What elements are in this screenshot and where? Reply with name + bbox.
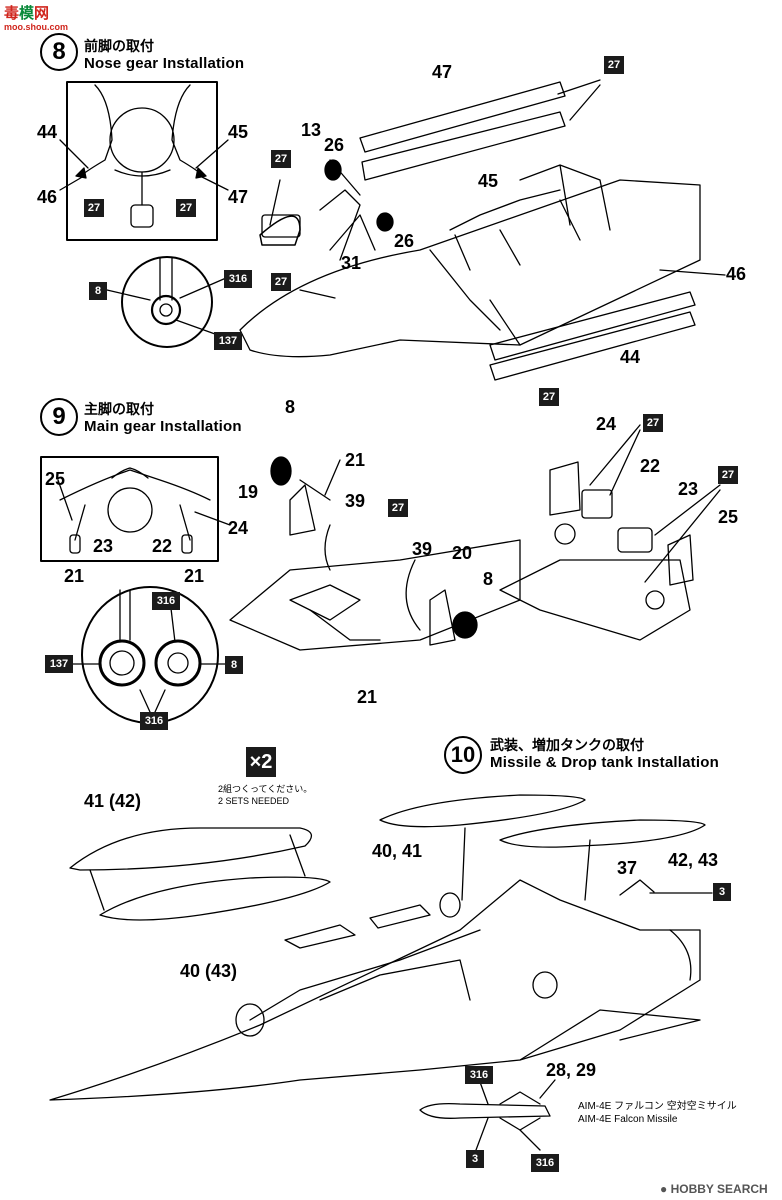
paint-code: 27: [718, 466, 738, 484]
paint-code: 316: [224, 270, 252, 288]
part-label: 21: [345, 450, 366, 470]
watermark-top: 毒模网 moo.shou.com: [4, 2, 68, 32]
part-label: 22: [152, 536, 173, 556]
part-label: 21: [357, 687, 378, 707]
part-label: 39: [412, 539, 433, 559]
paint-code: 316: [140, 712, 168, 730]
part-label: 40, 41: [372, 841, 423, 861]
missile-caption-jp: AIM-4E ファルコン 空対空ミサイル: [578, 1101, 737, 1112]
part-label: 44: [620, 347, 641, 367]
paint-code: 27: [539, 388, 559, 406]
paint-code: 316: [465, 1066, 493, 1084]
step-10-title-en: Missile & Drop tank Installation: [490, 754, 719, 771]
part-label: 23: [678, 479, 699, 499]
part-label: 46: [37, 187, 58, 207]
part-label: 19: [238, 482, 259, 502]
step-9-number: 9: [40, 398, 78, 436]
part-label: 24: [596, 414, 617, 434]
step-8-title-jp: 前脚の取付: [84, 38, 154, 54]
step-9-title-jp: 主脚の取付: [84, 401, 154, 417]
part-label: 46: [726, 264, 747, 284]
paint-code: 27: [604, 56, 624, 74]
part-label: 41 (42): [84, 791, 142, 811]
step-8-title-en: Nose gear Installation: [84, 55, 245, 72]
watermark-url: moo.shou.com: [4, 22, 69, 32]
step-8-title: 前脚の取付 Nose gear Installation: [84, 38, 244, 72]
part-label: 26: [394, 231, 415, 251]
part-label: 45: [228, 122, 249, 142]
sets-note-jp: 2組つくってください。: [218, 784, 313, 794]
part-label: 47: [432, 62, 453, 82]
step-9-title: 主脚の取付 Main gear Installation: [84, 401, 242, 435]
watermark-char-2: 模: [19, 5, 35, 22]
part-label: 28, 29: [546, 1060, 597, 1080]
part-label: 20: [452, 543, 473, 563]
step-10-title: 武装、増加タンクの取付 Missile & Drop tank Installa…: [490, 737, 719, 771]
watermark-bottom-text: HOBBY SEARCH: [670, 1182, 768, 1196]
paint-code: 137: [214, 332, 242, 350]
part-label: 24: [228, 518, 249, 538]
part-label: 8: [285, 397, 296, 417]
part-label: 44: [37, 122, 58, 142]
part-label: 25: [718, 507, 739, 527]
part-label: 40 (43): [180, 961, 238, 981]
step-10-title-jp: 武装、増加タンクの取付: [490, 737, 644, 753]
watermark-bottom: ● HOBBY SEARCH: [660, 1182, 768, 1196]
paint-code: 137: [45, 655, 73, 673]
paint-code: 316: [152, 592, 180, 610]
multiplier-badge: ×2: [246, 747, 276, 777]
paint-code: 27: [388, 499, 408, 517]
part-label: 47: [228, 187, 249, 207]
part-label: 39: [345, 491, 366, 511]
step-8-number: 8: [40, 33, 78, 71]
part-label: 37: [617, 858, 638, 878]
part-label: 8: [483, 569, 494, 589]
paint-code: 27: [271, 150, 291, 168]
part-label: 45: [478, 171, 499, 191]
paint-code: 27: [271, 273, 291, 291]
paint-code: 8: [89, 282, 107, 300]
hobbysearch-logo-icon: ●: [660, 1182, 668, 1196]
part-label: 22: [640, 456, 661, 476]
paint-code: 27: [84, 199, 104, 217]
paint-code: 27: [643, 414, 663, 432]
part-label: 21: [64, 566, 85, 586]
paint-code: 3: [466, 1150, 484, 1168]
paint-code: 316: [531, 1154, 559, 1172]
step-9-title-en: Main gear Installation: [84, 418, 242, 435]
part-label: 26: [324, 135, 345, 155]
missile-caption-en: AIM-4E Falcon Missile: [578, 1114, 678, 1125]
part-label: 25: [45, 469, 66, 489]
sets-note-en: 2 SETS NEEDED: [218, 796, 290, 806]
paint-code: 8: [225, 656, 243, 674]
part-label: 31: [341, 253, 362, 273]
part-label: 13: [301, 120, 322, 140]
part-label: 42, 43: [668, 850, 719, 870]
watermark-char-3: 网: [34, 5, 50, 22]
paint-code: 27: [176, 199, 196, 217]
paint-code: 3: [713, 883, 731, 901]
part-label: 23: [93, 536, 114, 556]
part-label: 21: [184, 566, 205, 586]
watermark-char-1: 毒: [4, 5, 20, 22]
step-10-number: 10: [444, 736, 482, 774]
